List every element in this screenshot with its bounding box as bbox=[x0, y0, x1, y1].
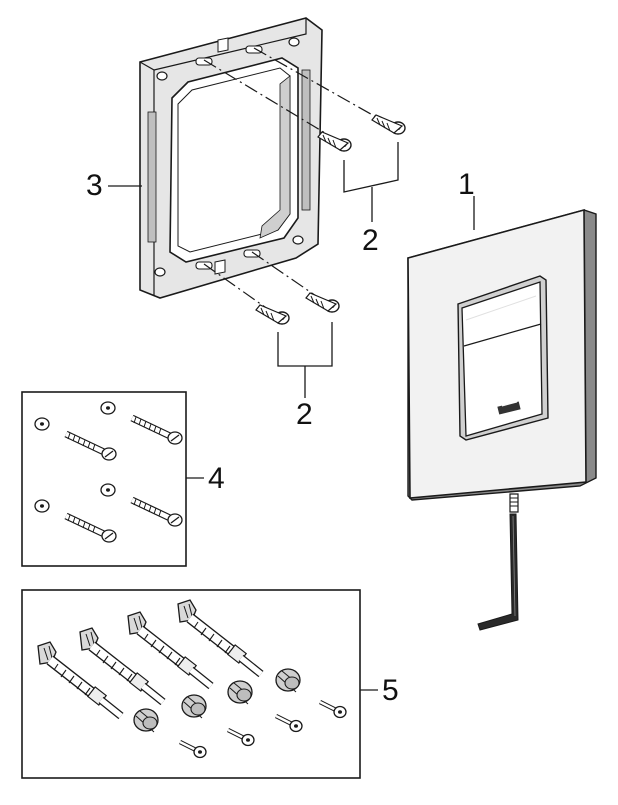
assembly-axis-lines bbox=[203, 47, 393, 313]
mounting-frame bbox=[139, 17, 323, 299]
nut-3 bbox=[227, 680, 253, 705]
anchor-screw-4 bbox=[320, 702, 346, 718]
frame-screw-upper-left bbox=[317, 131, 352, 152]
nut-1 bbox=[133, 708, 159, 733]
plate-set-screw bbox=[509, 493, 519, 513]
frame-screw-lower-left bbox=[255, 304, 290, 325]
callout-2-lower: 2 bbox=[296, 398, 313, 431]
part-4-box bbox=[21, 391, 187, 567]
frame-screw-upper-right bbox=[371, 114, 406, 135]
grohe-logo-icon bbox=[497, 401, 521, 415]
callout-2-upper: 2 bbox=[362, 224, 379, 257]
long-screw-4 bbox=[101, 484, 182, 526]
long-screw-1 bbox=[35, 418, 116, 460]
part-5-box bbox=[21, 589, 361, 779]
callout-1: 1 bbox=[458, 168, 475, 201]
callout-bracket-upper bbox=[343, 142, 399, 222]
long-screw-3 bbox=[35, 500, 116, 542]
callout-5: 5 bbox=[382, 674, 399, 707]
long-screw-2 bbox=[101, 402, 182, 444]
anchor-screw-2 bbox=[228, 730, 254, 746]
allen-key-icon bbox=[477, 513, 519, 631]
callout-bracket-lower bbox=[277, 322, 333, 398]
anchor-screw-3 bbox=[276, 716, 302, 732]
flush-plate bbox=[407, 208, 597, 501]
nut-4 bbox=[275, 668, 301, 693]
frame-screw-lower-right bbox=[305, 292, 340, 313]
callout-4: 4 bbox=[208, 462, 225, 495]
nut-2 bbox=[181, 694, 207, 719]
anchor-screw-1 bbox=[180, 742, 206, 758]
callout-3: 3 bbox=[86, 169, 103, 202]
